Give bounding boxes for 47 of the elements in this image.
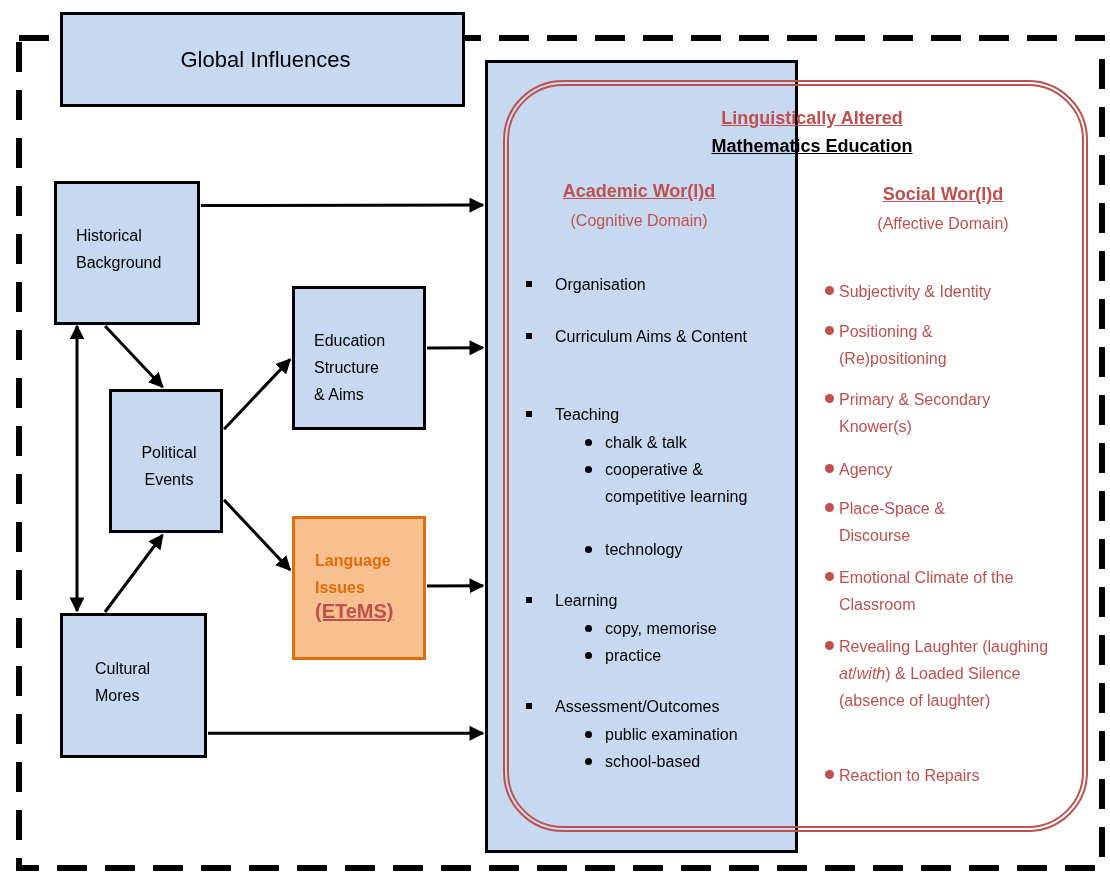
title-box	[60, 12, 465, 107]
list-item: technology	[583, 536, 765, 563]
list-item: Learning	[524, 587, 795, 614]
process-box	[292, 286, 426, 430]
list-item: Organisation	[524, 271, 795, 298]
list-item: chalk & talk	[583, 429, 765, 456]
list-item: public examination	[583, 721, 795, 748]
subheading: (Cognitive Domain)	[570, 211, 708, 231]
arrow	[222, 498, 292, 572]
arrow	[222, 358, 292, 431]
subheading: (Affective Domain)	[877, 214, 1009, 234]
arrow	[103, 533, 164, 613]
arrow	[201, 197, 485, 213]
arrow	[427, 578, 485, 594]
heading: Academic Wor(l)d	[562, 180, 716, 203]
rounded-frame	[503, 80, 1088, 832]
arrow	[104, 324, 164, 389]
process-box	[109, 389, 223, 533]
double-arrow	[69, 324, 85, 613]
list-item: Emotional Climate of the Classroom	[825, 564, 1039, 618]
arrow	[208, 725, 485, 741]
list-item: Revealing Laughter (laughing at/with) & Loaded Silence (absence of laughter)	[825, 633, 1049, 714]
box-label: Language Issues	[315, 551, 392, 598]
list-item: practice	[583, 642, 765, 669]
arrow	[427, 340, 485, 356]
list-item: Assessment/Outcomes	[524, 693, 795, 720]
list-item: Primary & Secondary Knower(s)	[825, 386, 1039, 440]
highlight-box	[292, 516, 426, 660]
box-label: Cultural Mores	[95, 659, 152, 706]
list-item: Subjectivity & Identity	[825, 278, 1089, 305]
process-box	[54, 181, 200, 325]
list-item: Place-Space & Discourse	[825, 495, 1009, 549]
list-item: Curriculum Aims & Content	[524, 323, 795, 350]
box-label: Global Influences	[179, 46, 352, 73]
box-label: Political Events	[140, 443, 198, 490]
list-item: Positioning & (Re)positioning	[825, 318, 1039, 372]
list-item: Teaching	[524, 401, 795, 428]
process-box	[60, 613, 207, 758]
list-item: school-based	[583, 748, 765, 775]
box-label: (ETeMS)	[315, 599, 394, 624]
list-item: copy, memorise	[583, 615, 795, 642]
list-item: Reaction to Repairs	[825, 762, 1089, 789]
list-item: cooperative & competitive learning	[583, 456, 750, 510]
list-item: Agency	[825, 456, 1039, 483]
box-label: Education Structure & Aims	[314, 331, 387, 405]
box-label: Historical Background	[76, 226, 163, 273]
heading: Social Wor(l)d	[882, 183, 1004, 206]
